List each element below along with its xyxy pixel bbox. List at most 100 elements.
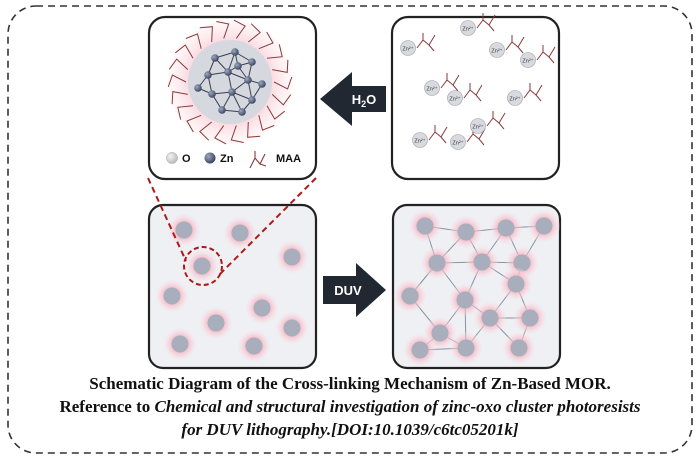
caption-line-1: Schematic Diagram of the Cross-linking M…: [89, 374, 611, 393]
zinc-atom: [194, 84, 202, 92]
metal-oxo-cluster: [500, 268, 532, 300]
metal-oxo-cluster: [186, 250, 218, 282]
zinc-atom: [234, 62, 242, 70]
oxygen-legend-label: O: [182, 153, 191, 165]
zinc-atom: [218, 106, 226, 114]
svg-text:Zn²⁺: Zn²⁺: [491, 48, 502, 55]
metal-oxo-cluster: [490, 212, 522, 244]
outer-frame: [7, 5, 693, 454]
zn-ion: Zn²⁺: [412, 125, 448, 148]
ligand-stroke: [266, 44, 283, 59]
zn-ion: Zn²⁺: [450, 127, 486, 150]
metal-oxo-cluster: [503, 332, 535, 364]
ligand-stroke: [171, 91, 188, 105]
maa-ligand: [536, 45, 556, 64]
svg-text:Zn²⁺: Zn²⁺: [426, 86, 437, 93]
ligand-stroke: [174, 44, 194, 59]
metal-oxo-cluster: [276, 312, 308, 344]
metal-oxo-cluster: [474, 302, 506, 334]
zinc-atom: [208, 90, 216, 98]
zinc-legend-icon: [204, 152, 216, 164]
metal-oxo-cluster: [164, 328, 196, 360]
zinc-atom: [228, 88, 236, 96]
zn-ion: Zn²⁺: [489, 35, 525, 58]
maa-legend-icon: [249, 151, 267, 169]
zn-ion: Zn²⁺: [520, 45, 556, 68]
zn-ion: Zn²⁺: [400, 33, 436, 56]
zinc-atom: [258, 80, 266, 88]
svg-text:Zn²⁺: Zn²⁺: [414, 138, 425, 145]
zinc-atom: [248, 58, 256, 66]
metal-oxo-cluster: [514, 302, 546, 334]
maa-ligand: [416, 33, 436, 52]
caption-reference-prefix: Reference to: [59, 397, 155, 416]
h2o-arrow-label: H2O: [352, 92, 377, 109]
metal-oxo-cluster: [238, 330, 270, 362]
zn-ion: Zn²⁺: [447, 83, 483, 106]
ligand-stroke: [167, 74, 187, 88]
ligand-stroke: [247, 23, 261, 43]
ligand-stroke: [258, 31, 274, 50]
ligand-stroke: [214, 125, 227, 145]
metal-oxo-cluster: [224, 217, 256, 249]
metal-oxo-cluster: [276, 241, 308, 273]
panel-crosslinked-network: [391, 203, 562, 370]
zinc-legend-label: Zn: [220, 153, 234, 165]
zoom-line-left: [147, 177, 187, 262]
zn-ion: Zn²⁺: [460, 13, 496, 36]
ligand-stroke: [266, 105, 286, 120]
maa-legend-label: MAA: [276, 153, 301, 165]
ligand-stroke: [186, 114, 202, 133]
zn-ion: Zn²⁺: [424, 73, 460, 96]
caption-doi: [DOI:10.1039/c6tc05201k]: [331, 420, 519, 439]
metal-oxo-cluster: [450, 216, 482, 248]
maa-ligand: [523, 83, 543, 102]
zinc-atom: [244, 76, 252, 84]
maa-ligand: [476, 13, 496, 32]
zinc-atom: [224, 68, 232, 76]
caption-line-3: for DUV lithography.[DOI:10.1039/c6tc052…: [0, 419, 700, 441]
ligand-stroke: [216, 21, 230, 39]
maa-ligand: [440, 73, 460, 92]
zinc-atom: [248, 96, 256, 104]
zoom-line-right: [218, 177, 317, 276]
panel-cluster-detail: O Zn MAA: [147, 15, 318, 181]
metal-oxo-cluster: [466, 246, 498, 278]
oxygen-legend-icon: [166, 152, 178, 164]
zn-ion: Zn²⁺: [470, 111, 506, 134]
h2o-arrow: H2O: [320, 72, 386, 126]
ligand-stroke: [271, 94, 292, 106]
zinc-atom: [211, 54, 219, 62]
zn-ion: Zn²⁺: [507, 83, 543, 106]
maa-ligand: [428, 125, 448, 144]
caption-line-2: Reference to Chemical and structural inv…: [0, 396, 700, 418]
caption-paper-title: Chemical and structural investigation of…: [154, 397, 641, 416]
metal-oxo-cluster: [246, 292, 278, 324]
metal-oxo-cluster: [394, 280, 426, 312]
ligand-stroke: [199, 26, 213, 43]
caption-paper-title-end: for DUV lithography.: [181, 420, 332, 439]
metal-oxo-cluster: [421, 247, 453, 279]
zinc-atom: [238, 108, 246, 116]
svg-text:Zn²⁺: Zn²⁺: [402, 46, 413, 53]
metal-oxo-cluster: [409, 210, 441, 242]
ligand-stroke: [177, 105, 194, 120]
svg-text:Zn²⁺: Zn²⁺: [462, 26, 473, 33]
zinc-atom: [231, 48, 239, 56]
metal-oxo-cluster: [168, 214, 200, 246]
metal-oxo-cluster: [200, 307, 232, 339]
metal-oxo-cluster: [404, 334, 436, 366]
svg-text:Zn²⁺: Zn²⁺: [452, 140, 463, 147]
highlight-dashed-circle: [183, 246, 223, 286]
ligand-stroke: [230, 125, 244, 143]
svg-text:Zn²⁺: Zn²⁺: [472, 124, 483, 131]
maa-ligand: [486, 111, 506, 130]
ligand-stroke: [273, 76, 293, 90]
svg-text:Zn²⁺: Zn²⁺: [509, 96, 520, 103]
ligand-stroke: [185, 33, 202, 49]
ligand-stroke: [258, 115, 275, 131]
svg-text:Zn²⁺: Zn²⁺: [449, 96, 460, 103]
maa-ligand: [505, 35, 525, 54]
panel-precursor-solution: Zn²⁺ Zn²⁺ Zn²⁺ Zn²⁺ Zn²⁺ Zn²⁺ Zn²⁺ Zn²⁺ Zn²⁺ Zn²⁺: [390, 13, 561, 181]
